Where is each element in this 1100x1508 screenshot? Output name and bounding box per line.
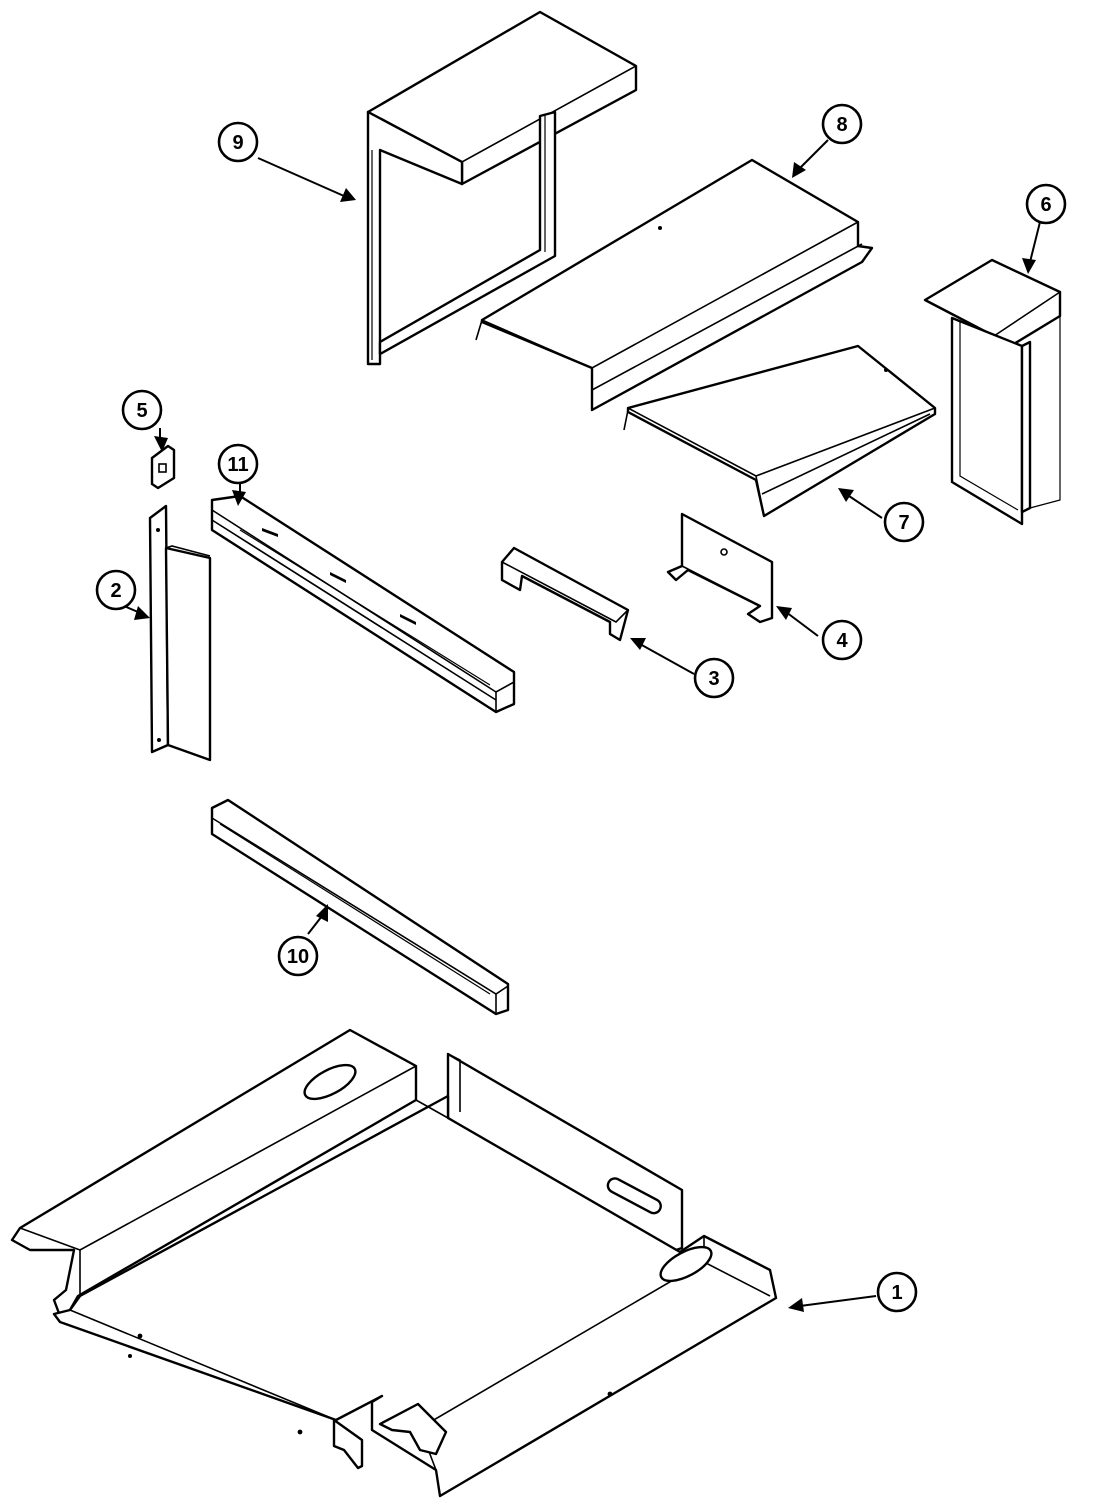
callout-5: 5 (121, 389, 163, 431)
callout-9-label: 9 (232, 132, 243, 154)
part-4-plate (666, 512, 774, 624)
callout-1: 1 (876, 1271, 918, 1313)
callout-11: 11 (217, 443, 259, 485)
part-2-side-panel (148, 504, 212, 762)
callout-3-label: 3 (708, 668, 719, 690)
callout-9: 9 (217, 121, 259, 163)
callout-6: 6 (1025, 183, 1067, 225)
part-1-base-pan (10, 1028, 778, 1498)
part-3-bracket (500, 546, 630, 642)
part-10-lower-rail (210, 798, 510, 1016)
callout-4-label: 4 (836, 630, 848, 652)
callout-2: 2 (95, 569, 137, 611)
part-7-lower-tray (623, 344, 937, 518)
callout-11-label: 11 (227, 454, 248, 476)
callout-7-label: 7 (898, 512, 909, 534)
callout-3: 3 (693, 657, 735, 699)
part-6-side-bracket (923, 258, 1062, 526)
part-11-upper-rail (210, 494, 516, 714)
part-5-clip (150, 444, 176, 490)
callout-4: 4 (821, 619, 863, 661)
part-8-top-tray (475, 158, 874, 412)
callout-2-label: 2 (110, 580, 121, 602)
callout-8-label: 8 (836, 114, 847, 136)
callout-6-label: 6 (1040, 194, 1051, 216)
callout-7: 7 (883, 501, 925, 543)
callout-10: 10 (277, 935, 319, 977)
callout-8: 8 (821, 103, 863, 145)
callout-10-label: 10 (287, 946, 309, 968)
callout-5-label: 5 (136, 400, 147, 422)
callout-1-label: 1 (891, 1282, 902, 1304)
part-9-top-panel (366, 10, 638, 366)
